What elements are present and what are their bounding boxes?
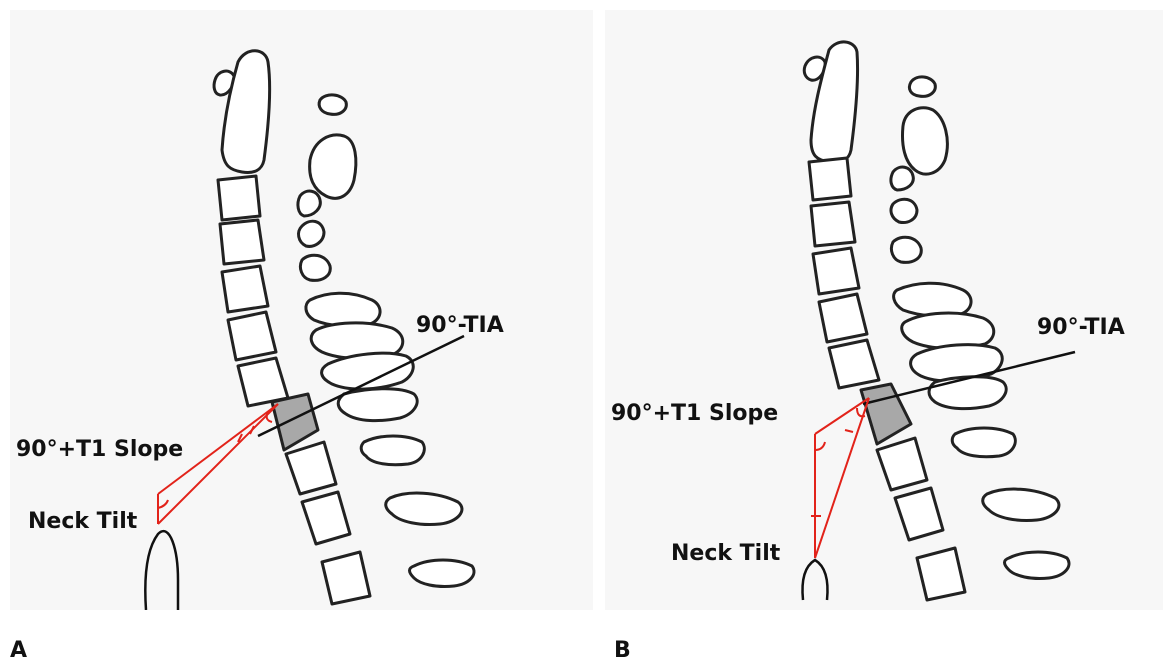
spinous-process-c1-a (319, 95, 346, 114)
red-line-lower-a (158, 404, 278, 524)
panel-letter-a: A (10, 638, 27, 663)
lamina-c3-b (891, 167, 913, 190)
vertebra-t3-b (895, 488, 943, 540)
label-t1-slope-a: 90°+T1 Slope (16, 437, 183, 462)
vertebra-t2-b (877, 438, 927, 490)
label-neck-tilt-a: Neck Tilt (28, 509, 138, 534)
red-line-lower-b (815, 398, 869, 558)
label-t1-slope-b: 90°+T1 Slope (611, 401, 778, 426)
spinous-t1-b (952, 428, 1015, 457)
spinous-c7-a (338, 389, 417, 421)
label-tia-b: 90°-TIA (1037, 315, 1125, 340)
spinous-t1-a (361, 436, 424, 465)
panel-a: 90°-TIA 90°+T1 Slope Neck Tilt (10, 10, 593, 610)
lamina-c3-a (298, 191, 320, 216)
spinous-process-c1-b (909, 77, 935, 96)
spinous-process-c2-a (310, 135, 356, 198)
head-outline-b (803, 560, 828, 600)
label-tia-a: 90°-TIA (416, 313, 504, 338)
angle-tick-2-b (845, 430, 853, 432)
vertebra-t4-b (917, 548, 965, 600)
label-neck-tilt-b: Neck Tilt (671, 541, 781, 566)
vertebra-t1-a (272, 394, 318, 450)
lamina-c4-a (300, 255, 330, 280)
vertebra-t4-a (322, 552, 370, 604)
lamina-c4-b (891, 237, 921, 262)
lamina-c3b-a (299, 221, 324, 246)
vertebra-c3-a (218, 176, 260, 220)
lamina-c3b-b (891, 199, 917, 222)
spinous-t2-b (983, 489, 1059, 520)
spinous-c5-b (902, 313, 994, 348)
vertebra-c3-b (809, 158, 851, 200)
vertebra-c7-b (829, 340, 879, 388)
vertebra-t2-a (286, 442, 336, 494)
spine-diagram-a: 90°-TIA 90°+T1 Slope Neck Tilt (10, 10, 593, 610)
spine-diagram-b: 90°-TIA 90°+T1 Slope Neck Tilt (605, 10, 1163, 610)
vertebra-c4-a (220, 220, 264, 264)
spinous-t3-a (410, 560, 474, 587)
spinous-c7-b (929, 377, 1006, 409)
spinous-t3-b (1005, 552, 1069, 579)
vertebra-c4-b (811, 202, 855, 246)
vertebra-c5-b (813, 248, 859, 294)
spinous-c6-b (911, 345, 1003, 381)
vertebra-c6-b (819, 294, 867, 342)
vertebra-c6-a (228, 312, 276, 360)
spinous-t2-a (386, 493, 462, 524)
spinous-c4-a (306, 293, 380, 326)
panel-b: 90°-TIA 90°+T1 Slope Neck Tilt (605, 10, 1163, 610)
c2-vertebra-a (222, 51, 270, 173)
angle-arc-a (158, 500, 168, 508)
head-outline-a (145, 531, 178, 610)
vertebra-c5-a (222, 266, 268, 312)
panel-letter-b: B (614, 638, 631, 663)
spinous-process-c2-b (903, 108, 948, 174)
angle-arc-b (815, 442, 825, 450)
vertebra-t3-a (302, 492, 350, 544)
spinous-c4-b (894, 283, 971, 316)
